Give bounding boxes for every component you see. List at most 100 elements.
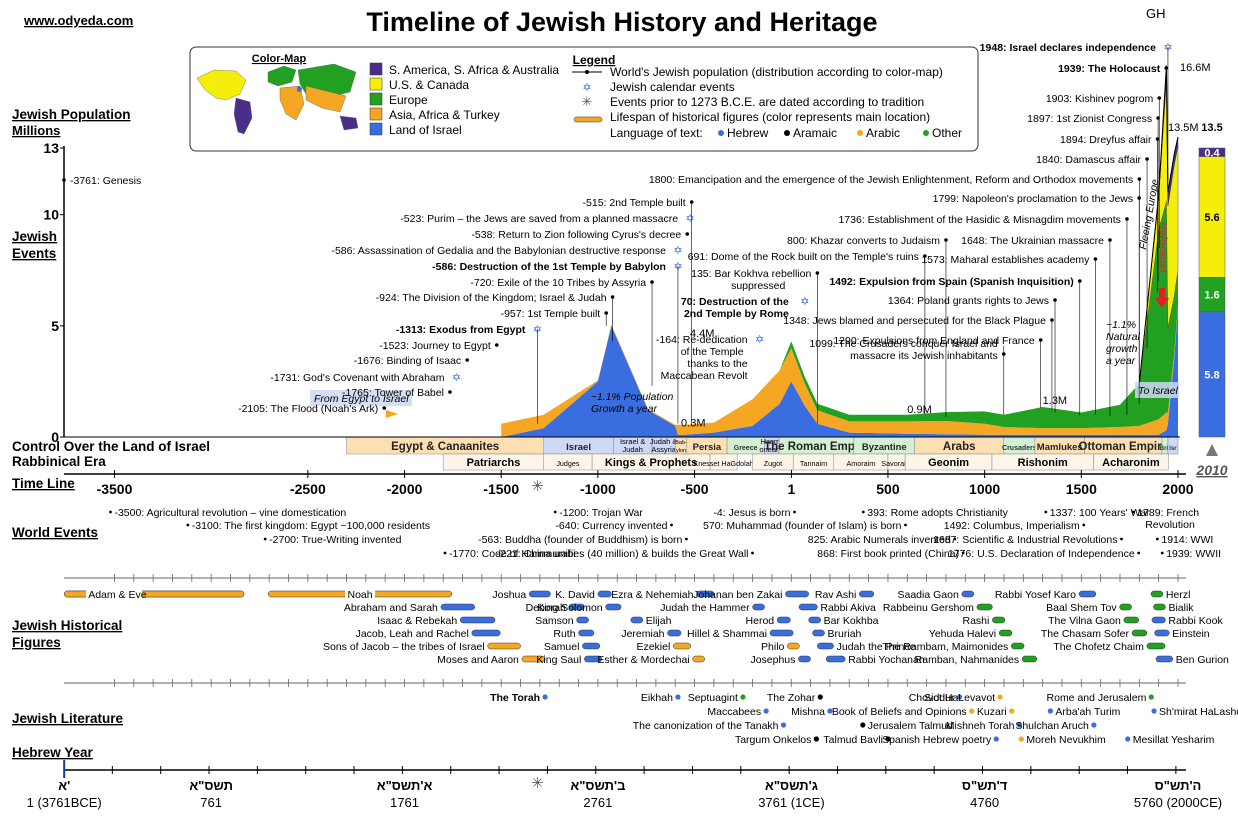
x-tick-label: 2000 bbox=[1162, 481, 1193, 497]
world-event-dot-icon bbox=[109, 510, 112, 514]
figure-name: Herod bbox=[746, 615, 775, 627]
figure-lifespan-bar bbox=[696, 590, 715, 598]
growth-note-1: ~1.1% Population bbox=[591, 391, 674, 403]
language-dot-icon bbox=[923, 130, 929, 136]
star-of-david-icon: ✡ bbox=[582, 82, 591, 94]
colormap-swatch bbox=[369, 107, 383, 121]
figure-lifespan-bar bbox=[1078, 590, 1097, 598]
literature-language-dot-icon bbox=[817, 694, 823, 700]
figure-lifespan-bar bbox=[798, 603, 818, 611]
figure-name: Sons of Jacob – the tribes of Israel bbox=[323, 641, 485, 653]
literature-language-dot-icon bbox=[997, 694, 1003, 700]
world-event-label: 570: Muhammad (founder of Islam) is born bbox=[703, 520, 902, 532]
control-band-label: The Roman Empire bbox=[764, 441, 869, 453]
jewish-event-label: 1099: The Crusaders conquer Israel and bbox=[809, 338, 997, 350]
holocaust-label: Holocaust bbox=[1157, 222, 1169, 273]
bar-2010-total: 13.5 bbox=[1201, 122, 1222, 134]
figure-name: Rabbi Yochanan bbox=[848, 654, 925, 666]
figure-name: Ruth bbox=[553, 628, 575, 640]
hebrew-year-hebrew: א' bbox=[58, 778, 70, 793]
figure-name: Philo bbox=[761, 641, 785, 653]
figure-name: Bialik bbox=[1168, 602, 1194, 614]
world-event-dot-icon bbox=[1131, 510, 1135, 514]
jewish-event-label: -1765: Tower of Babel bbox=[342, 387, 444, 399]
world-event-label: -640: Currency invented bbox=[555, 520, 667, 532]
literature-title: Chovot HaLevavot bbox=[909, 692, 995, 704]
figure-name: Einstein bbox=[1172, 628, 1210, 640]
x-tick-label: 1000 bbox=[969, 481, 1000, 497]
jewish-event-label: thanks to the bbox=[687, 358, 747, 370]
event-dot-icon bbox=[448, 390, 452, 394]
figure-lifespan-bar bbox=[440, 603, 475, 611]
world-map-region bbox=[305, 85, 347, 113]
figure-lifespan-bar bbox=[1119, 603, 1132, 611]
figure-name: Herzl bbox=[1166, 589, 1191, 601]
figure-lifespan-bar bbox=[769, 629, 794, 637]
world-event-dot-icon bbox=[670, 523, 673, 527]
literature-language-dot-icon bbox=[827, 708, 833, 714]
figure-name: Rabbi Kook bbox=[1168, 615, 1223, 627]
hebrew-year-label: Hebrew Year bbox=[12, 745, 94, 760]
literature-language-dot-icon bbox=[1151, 708, 1157, 714]
literature-title: Mishneh Torah bbox=[946, 720, 1015, 732]
world-event-label: -563: Buddha (founder of Buddhism) is bo… bbox=[478, 534, 682, 546]
control-band-label: Assyria bbox=[651, 445, 676, 454]
world-event-label: 1492: Columbus, Imperialism bbox=[944, 520, 1080, 532]
hebrew-year-number: 2761 bbox=[583, 795, 612, 810]
growth-note-2: Growth a year bbox=[591, 403, 657, 415]
world-map-region bbox=[196, 69, 247, 101]
control-band-label: Israel bbox=[566, 442, 591, 453]
figure-name: Judah the Prince bbox=[837, 641, 916, 653]
literature-language-dot-icon bbox=[1009, 708, 1015, 714]
figure-lifespan-bar bbox=[673, 642, 691, 650]
figure-name: Bar Kokhba bbox=[824, 615, 879, 627]
hebrew-year-hebrew: ה'תש"ס bbox=[1155, 778, 1202, 793]
figure-name: Adam & Eve bbox=[88, 589, 147, 601]
world-event-dot-icon bbox=[263, 537, 267, 541]
figure-name: The Vilna Gaon bbox=[1048, 615, 1121, 627]
population-value-label: 16.6M bbox=[1180, 62, 1211, 74]
figure-name: Rabbi Akiva bbox=[820, 602, 876, 614]
figure-name: The Chasam Sofer bbox=[1041, 628, 1130, 640]
colormap-label: S. America, S. Africa & Australia bbox=[389, 63, 559, 77]
figure-lifespan-bar bbox=[976, 603, 993, 611]
jewish-event-label: 1492: Expulsion from Spain (Spanish Inqu… bbox=[829, 276, 1073, 288]
figure-lifespan-bar bbox=[528, 590, 551, 598]
figure-lifespan-bar bbox=[1021, 655, 1038, 663]
from-egypt-label: From Egypt to Israel bbox=[314, 393, 409, 405]
figure-name: Ezekiel bbox=[636, 641, 670, 653]
jewish-event-label: -3761: Genesis bbox=[70, 175, 141, 187]
jewish-event-label: 1799: Napoleon's proclamation to the Jew… bbox=[933, 193, 1133, 205]
world-event-dot-icon bbox=[553, 510, 557, 514]
world-event-label: Revolution bbox=[1145, 519, 1195, 531]
world-event-dot-icon bbox=[1160, 551, 1164, 555]
legend-frame bbox=[189, 46, 979, 152]
legend-item: Jewish calendar events bbox=[610, 80, 735, 94]
figure-name: Isaac & Rebekah bbox=[377, 615, 457, 627]
rabbinical-era-label: Savoraim bbox=[881, 459, 911, 468]
literature-language-dot-icon bbox=[969, 708, 975, 714]
rabbinical-era-band bbox=[709, 453, 738, 471]
jewish-event-label: of the Temple bbox=[681, 346, 744, 358]
rabbinical-era-label: Knesset HaGdolah bbox=[693, 459, 753, 468]
modern-growth-note-1: ~1.1% bbox=[1106, 319, 1136, 331]
hebrew-year-hebrew: תשס"א bbox=[189, 778, 233, 793]
world-event-label: 1776: U.S. Declaration of Independence bbox=[948, 548, 1135, 560]
hebrew-year-hebrew: ב'תשס"א bbox=[570, 778, 625, 793]
jewish-event-label: suppressed bbox=[731, 280, 785, 292]
figure-name: Samuel bbox=[544, 641, 580, 653]
literature-language-dot-icon bbox=[1125, 736, 1131, 742]
world-event-dot-icon bbox=[953, 537, 957, 541]
jewish-event-label: 691: Dome of the Rock built on the Templ… bbox=[688, 251, 919, 263]
rabbinical-era-label: Amoraim bbox=[846, 459, 875, 468]
figure-lifespan-bar bbox=[859, 590, 875, 598]
language-name: Hebrew bbox=[727, 126, 769, 140]
star-of-david-icon: ✡ bbox=[452, 372, 461, 384]
figure-lifespan-bar bbox=[667, 629, 682, 637]
jewish-event-label: 1939: The Holocaust bbox=[1058, 63, 1161, 75]
figure-lifespan-bar bbox=[582, 642, 601, 650]
figure-lifespan-bar bbox=[787, 642, 800, 650]
